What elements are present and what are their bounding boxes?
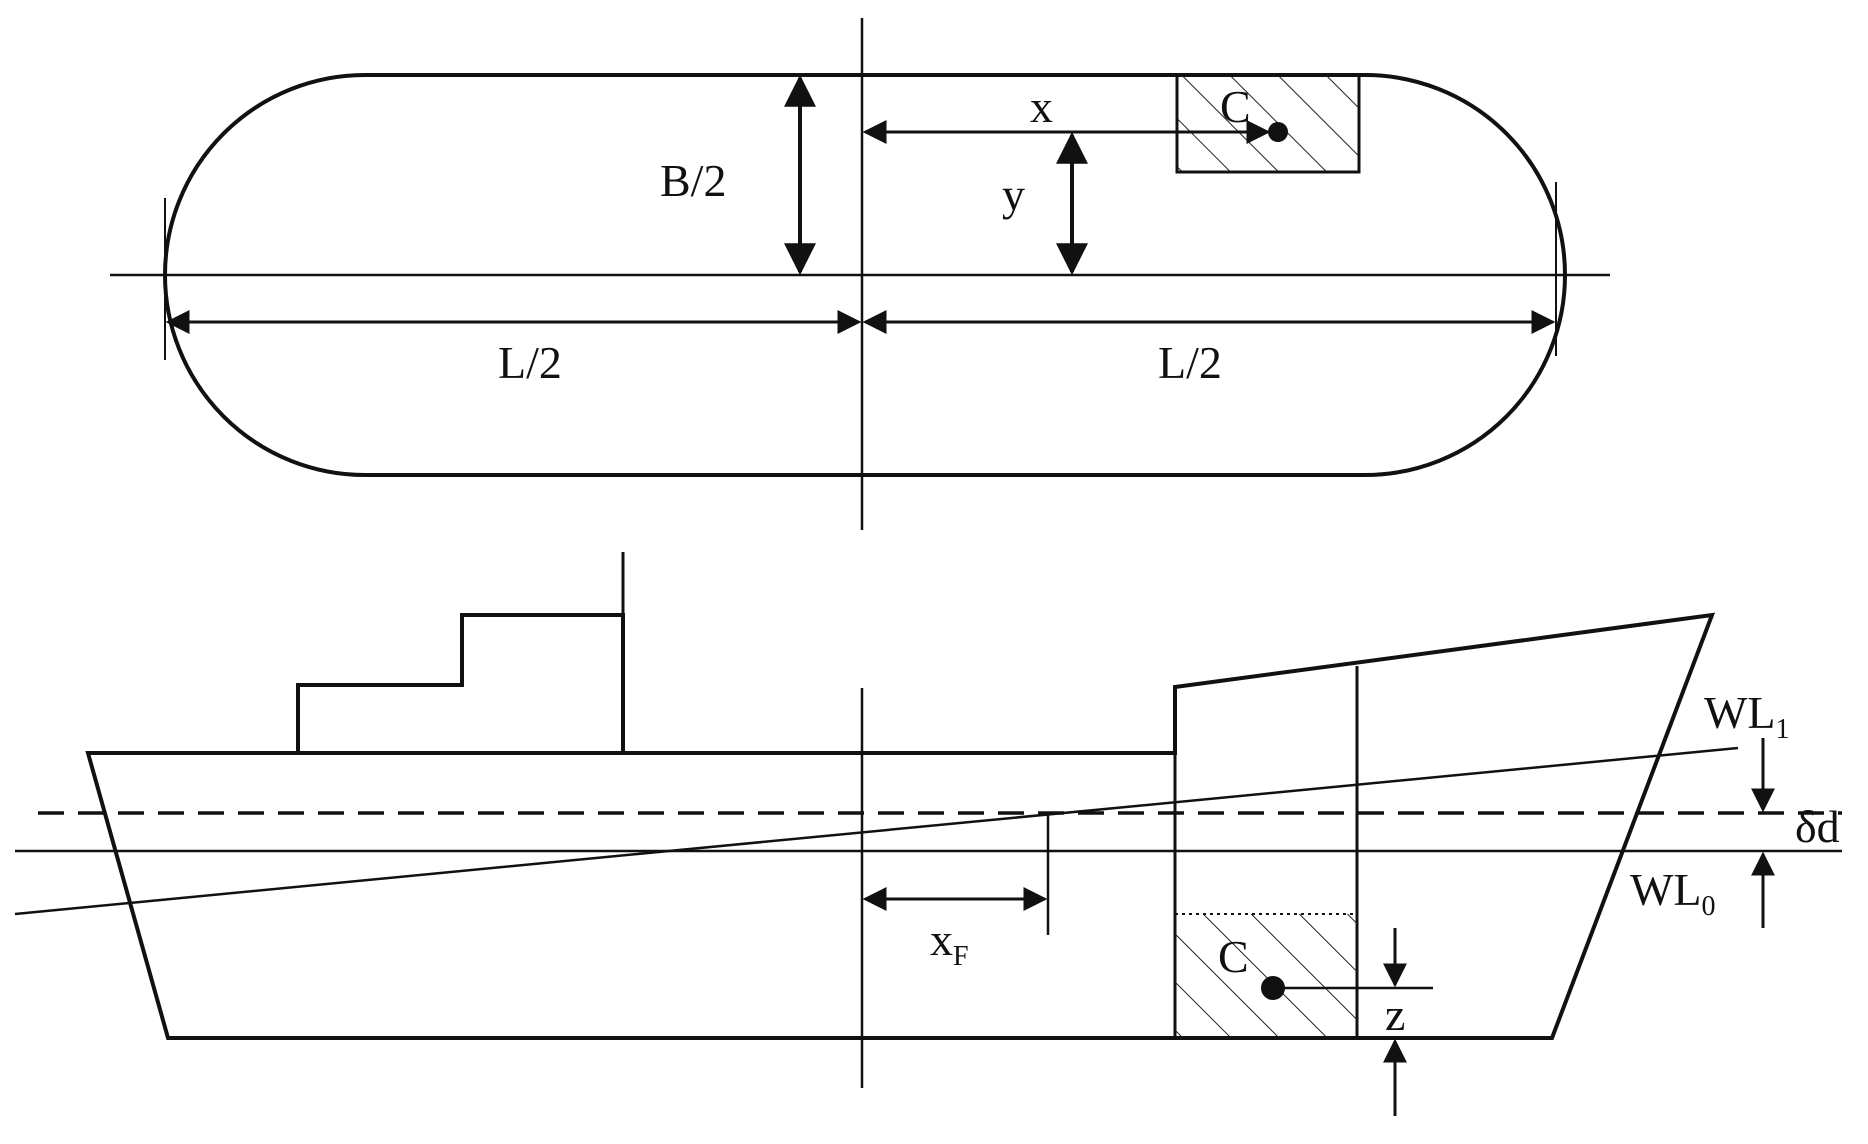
superstructure xyxy=(296,613,625,753)
label-z: z xyxy=(1385,989,1405,1040)
label-profile-compartment: C xyxy=(1218,931,1249,982)
waterline-wl1 xyxy=(14,746,1739,916)
label-wl0: WL0 xyxy=(1630,864,1716,922)
label-plan-compartment: C xyxy=(1220,81,1251,132)
plan-compartment-centroid xyxy=(1268,122,1288,142)
label-half-length-right: L/2 xyxy=(1158,337,1222,388)
label-half-length-left: L/2 xyxy=(498,337,562,388)
plan-compartment-hatch xyxy=(1177,75,1359,172)
label-xf: xF xyxy=(930,914,969,972)
label-draft-change: δd xyxy=(1795,801,1840,852)
plan-view xyxy=(110,18,1610,530)
label-half-breadth: B/2 xyxy=(660,155,726,206)
label-x: x xyxy=(1030,81,1053,132)
profile-hull-outline xyxy=(85,612,1716,1040)
profile-view xyxy=(14,552,1842,1116)
label-wl1: WL1 xyxy=(1704,687,1790,745)
profile-compartment-hatch xyxy=(1175,914,1357,1038)
plan-hull-outline xyxy=(163,73,1567,477)
label-y: y xyxy=(1002,169,1025,220)
